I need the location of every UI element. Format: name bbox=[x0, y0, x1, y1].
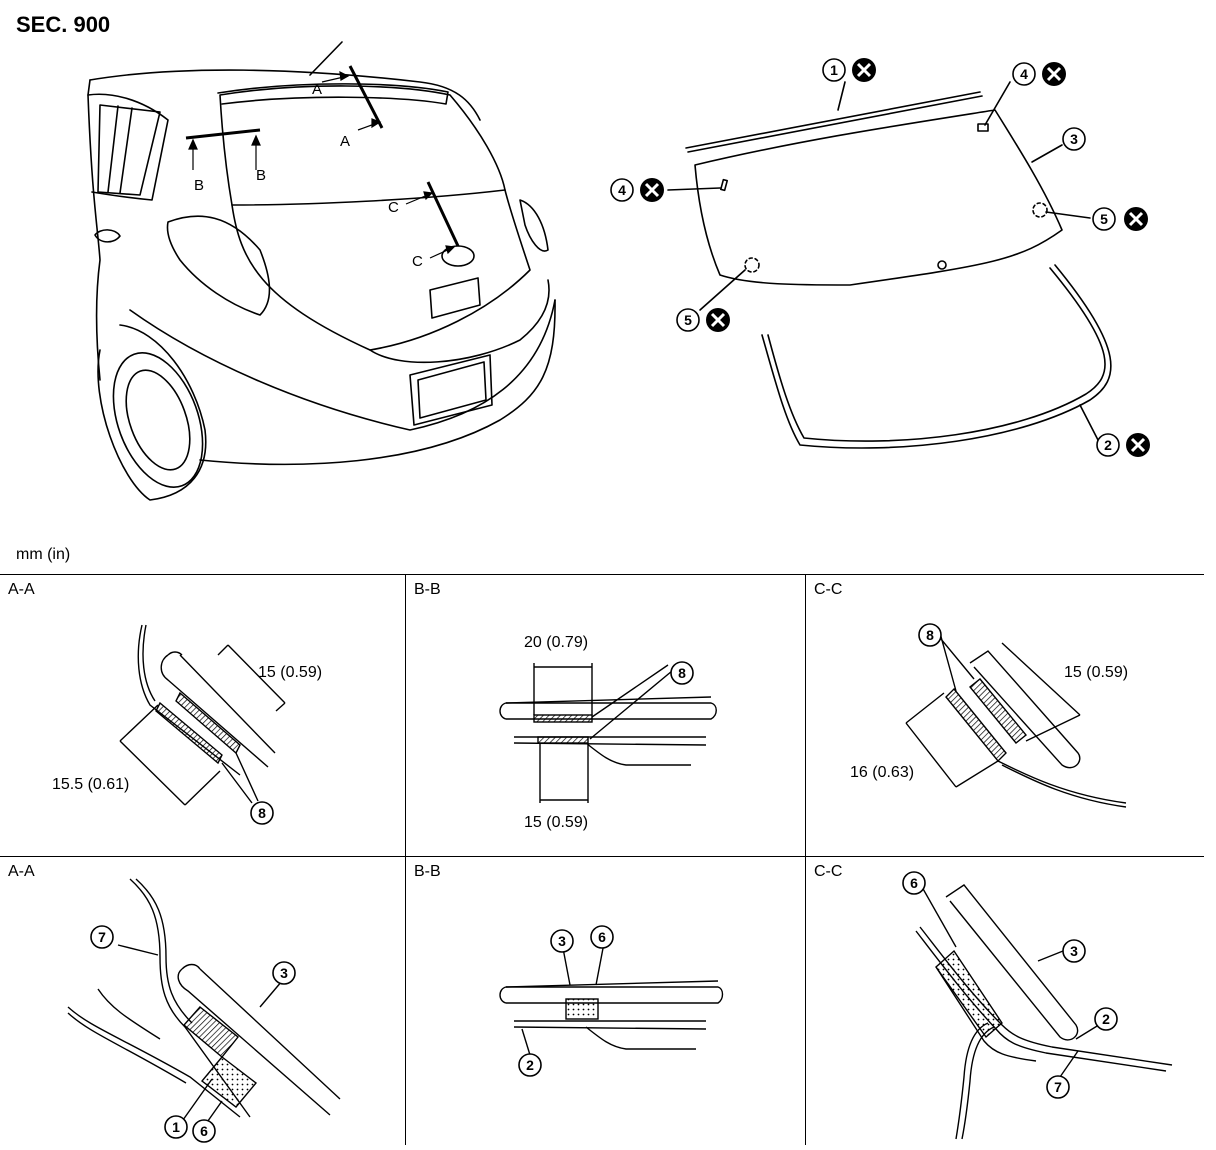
svg-text:4: 4 bbox=[1020, 66, 1028, 82]
svg-text:3: 3 bbox=[1070, 131, 1078, 147]
callout-8: 8 bbox=[258, 805, 266, 821]
callout-3: 3 bbox=[1070, 943, 1078, 959]
dim-15-5: 15.5 (0.61) bbox=[52, 776, 129, 793]
section-label: B-B bbox=[414, 863, 441, 880]
units-label: mm (in) bbox=[16, 546, 71, 563]
section-label: A-A bbox=[8, 581, 35, 598]
section-b-b-parts: B-B 3 6 2 bbox=[406, 857, 806, 1145]
callout-1: 1 bbox=[822, 58, 876, 82]
dim-15: 15 (0.59) bbox=[258, 664, 322, 681]
callout-1: 1 bbox=[172, 1119, 180, 1135]
section-label: B-B bbox=[414, 581, 441, 598]
dim-16: 16 (0.63) bbox=[850, 764, 914, 781]
callout-3: 3 bbox=[1062, 127, 1086, 151]
car-rear-view: A A B B C C bbox=[87, 41, 556, 501]
callout-4-top: 4 bbox=[1012, 62, 1066, 86]
lower-moulding bbox=[761, 264, 1112, 449]
callout-7: 7 bbox=[1054, 1079, 1062, 1095]
marker-c-top: C bbox=[388, 199, 399, 216]
callout-2: 2 bbox=[1096, 433, 1150, 457]
rear-window bbox=[219, 85, 506, 206]
callout-6: 6 bbox=[598, 929, 606, 945]
callout-5-right: 5 bbox=[1092, 207, 1148, 231]
callout-4-left: 4 bbox=[610, 178, 664, 202]
svg-text:1: 1 bbox=[830, 62, 838, 78]
svg-text:5: 5 bbox=[684, 312, 692, 328]
callout-5-left: 5 bbox=[676, 308, 730, 332]
callout-3: 3 bbox=[280, 965, 288, 981]
svg-text:2: 2 bbox=[1104, 437, 1112, 453]
callout-2: 2 bbox=[1102, 1011, 1110, 1027]
dim-20: 20 (0.79) bbox=[524, 634, 588, 651]
marker-a-bottom: A bbox=[340, 133, 350, 150]
upper-moulding bbox=[685, 91, 981, 149]
dim-15: 15 (0.59) bbox=[1064, 664, 1128, 681]
exploded-callouts: 1 4 3 4 5 bbox=[610, 58, 1150, 457]
section-label: C-C bbox=[814, 863, 843, 880]
section-title: SEC. 900 bbox=[16, 12, 111, 37]
marker-a-top: A bbox=[312, 81, 322, 98]
marker-b-right: B bbox=[256, 167, 266, 184]
svg-text:4: 4 bbox=[618, 182, 626, 198]
callout-8: 8 bbox=[678, 665, 686, 681]
section-c-c-parts: C-C 6 3 bbox=[806, 857, 1204, 1145]
back-door-glass bbox=[694, 109, 1063, 286]
callout-6: 6 bbox=[200, 1123, 208, 1139]
callout-8: 8 bbox=[926, 627, 934, 643]
callout-6: 6 bbox=[910, 875, 918, 891]
svg-text:5: 5 bbox=[1100, 211, 1108, 227]
exploded-glass-view: 1 4 3 4 5 bbox=[610, 58, 1150, 457]
section-a-a-dims: A-A bbox=[0, 575, 406, 857]
callout-7: 7 bbox=[98, 929, 106, 945]
section-b-b-dims: B-B 20 (0.79) 15 (0.59) 8 bbox=[406, 575, 806, 857]
section-c-c-dims: C-C 8 15 (0.59) 16 (0.63) bbox=[806, 575, 1204, 857]
section-label: A-A bbox=[8, 863, 35, 880]
dim-15: 15 (0.59) bbox=[524, 814, 588, 831]
marker-b-left: B bbox=[194, 177, 204, 194]
section-label: C-C bbox=[814, 581, 843, 598]
callout-2: 2 bbox=[526, 1057, 534, 1073]
section-grid: A-A bbox=[0, 574, 1204, 1145]
marker-c-bottom: C bbox=[412, 253, 423, 270]
section-a-a-parts: A-A 7 bbox=[0, 857, 406, 1145]
callout-3: 3 bbox=[558, 933, 566, 949]
